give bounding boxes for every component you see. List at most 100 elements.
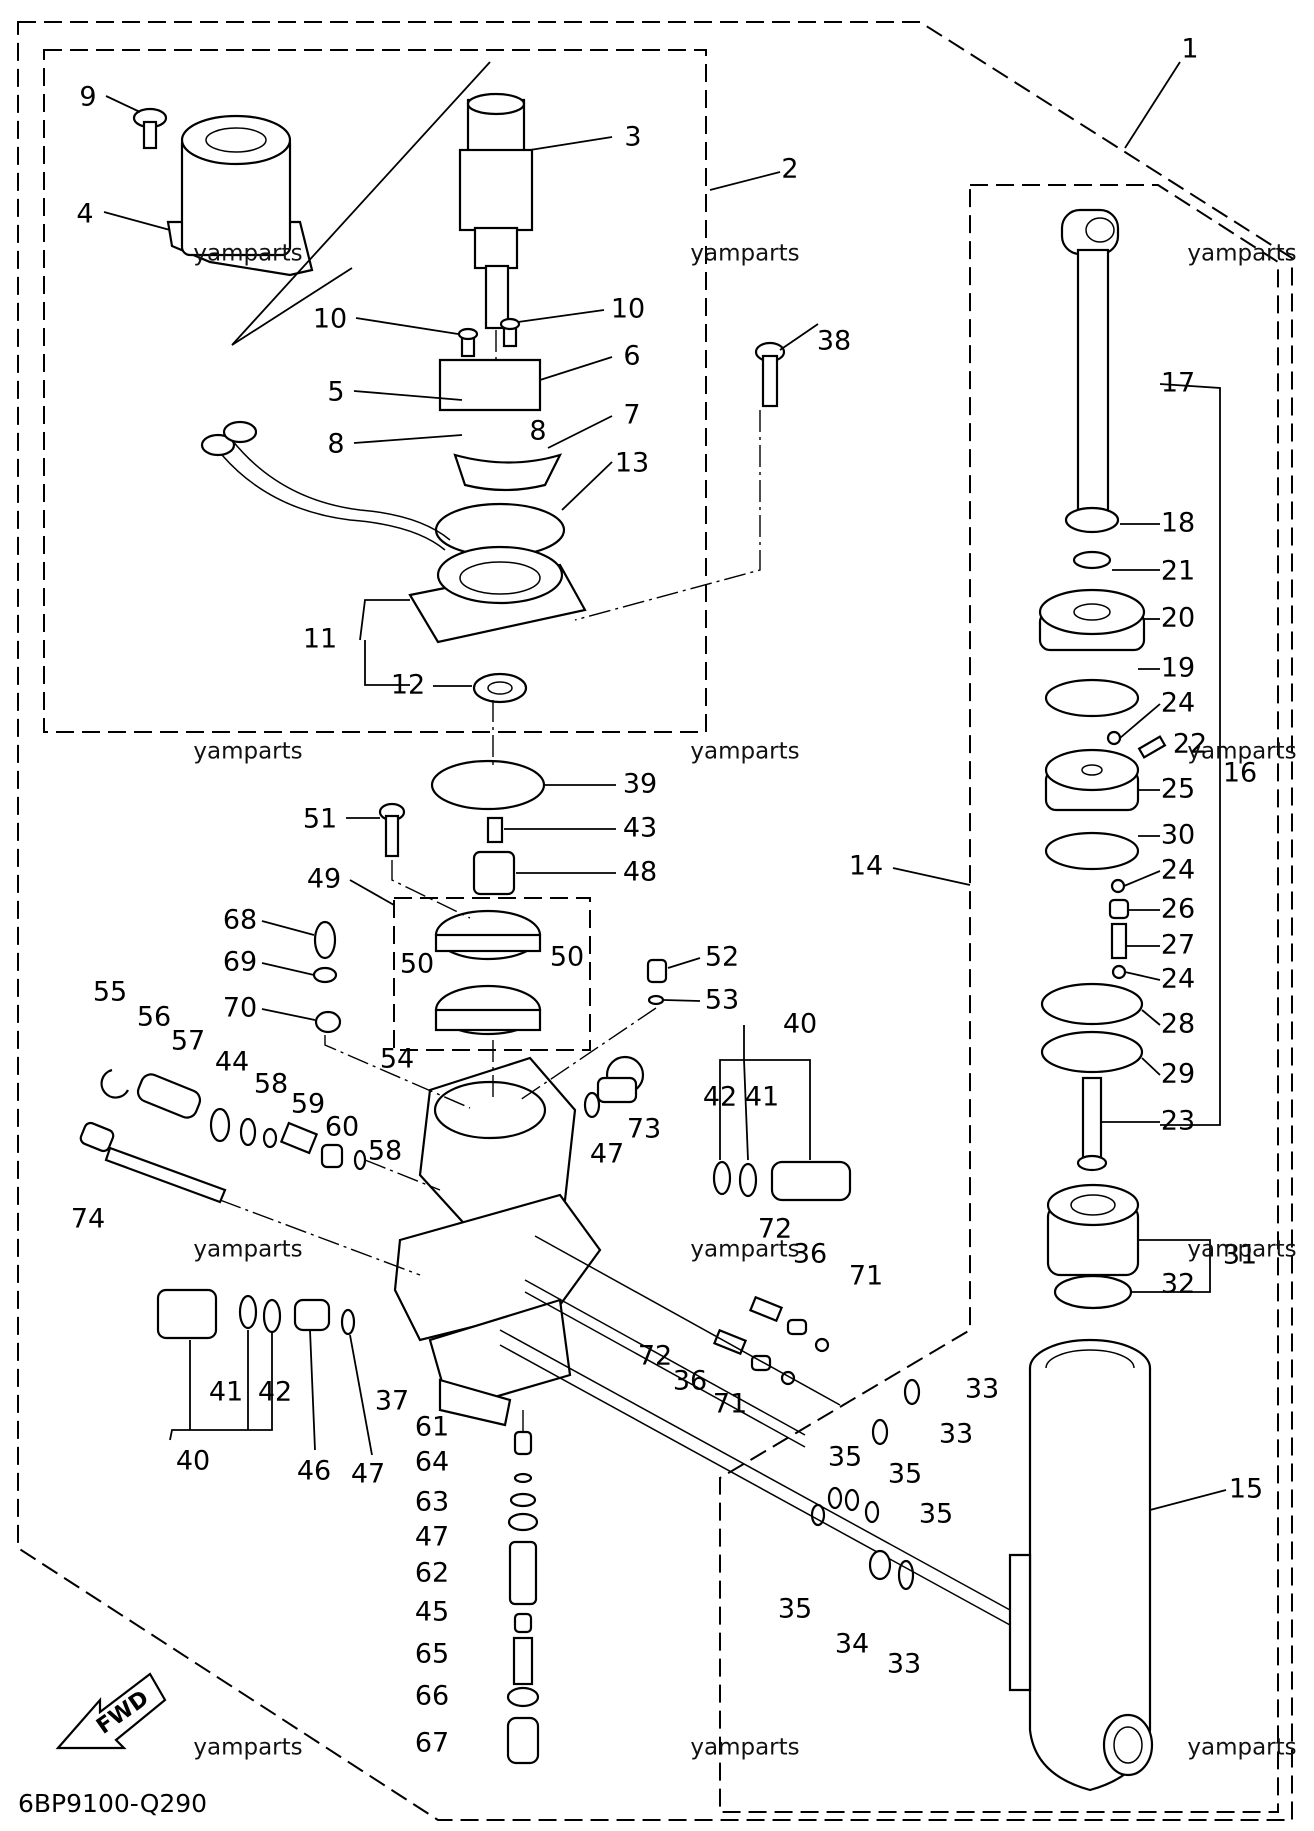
callout-c10b: 10 — [611, 294, 645, 325]
plug-part-73 — [596, 1055, 645, 1104]
callout-c7: 7 — [623, 400, 640, 431]
callout-c63: 63 — [415, 1487, 449, 1518]
callout-c51: 51 — [303, 804, 337, 835]
callout-c52: 52 — [705, 942, 739, 973]
callout-c71a: 71 — [849, 1261, 883, 1292]
valve-part-56 — [136, 1073, 202, 1119]
callout-c32: 32 — [1161, 1269, 1195, 1300]
callout-c6: 6 — [623, 341, 640, 372]
right-valve-parts — [583, 1055, 852, 1386]
filter-part-40-right — [770, 1160, 852, 1202]
callout-c18: 18 — [1161, 508, 1195, 539]
callout-c33a: 33 — [965, 1374, 999, 1405]
o-ring-part-64 — [513, 1472, 533, 1484]
callout-c58a: 58 — [254, 1069, 288, 1100]
callout-c40a: 40 — [783, 1009, 817, 1040]
callout-c25: 25 — [1161, 774, 1195, 805]
callout-c62: 62 — [415, 1558, 449, 1589]
plate-part-29 — [1040, 1030, 1144, 1074]
forward-direction-arrow: FWD — [55, 1672, 167, 1750]
callout-c72a: 72 — [758, 1214, 792, 1245]
valve-part-62 — [508, 1540, 538, 1606]
callout-c2: 2 — [781, 154, 798, 185]
callout-c43: 43 — [623, 813, 657, 844]
assembly-14-outline — [719, 184, 1279, 1813]
callout-c46: 46 — [297, 1456, 331, 1487]
callout-c21: 21 — [1161, 556, 1195, 587]
o-ring-part-58b — [353, 1149, 367, 1171]
o-ring-part-57 — [209, 1107, 231, 1143]
callout-c67: 67 — [415, 1728, 449, 1759]
pump-housing-part-37 — [393, 1056, 602, 1427]
o-ring-part-33a — [903, 1378, 921, 1406]
dust-seal-part-18 — [1064, 506, 1120, 534]
callout-c35a: 35 — [828, 1442, 862, 1473]
callout-c37: 37 — [375, 1386, 409, 1417]
fluid-tubes — [499, 1235, 1011, 1626]
watermark-w4: yamparts — [193, 739, 302, 765]
o-ring-part-47-left — [340, 1308, 356, 1336]
callout-c24c: 24 — [1161, 964, 1195, 995]
piston-rod-part-17 — [1060, 208, 1120, 526]
callout-c4: 4 — [76, 199, 93, 230]
spring-part-72a — [748, 1295, 784, 1323]
watermark-w11: yamparts — [690, 1735, 799, 1761]
callout-c58b: 58 — [368, 1136, 402, 1167]
callout-c50a: 50 — [400, 949, 434, 980]
callout-c73: 73 — [627, 1114, 661, 1145]
o-ring-part-42-left — [262, 1298, 282, 1334]
assembly-1-outline — [17, 21, 1293, 1821]
ball-part-24b — [1110, 878, 1126, 894]
left-valve-parts — [79, 920, 367, 1340]
callout-c27: 27 — [1161, 930, 1195, 961]
callout-c54: 54 — [380, 1044, 414, 1075]
callout-c14: 14 — [849, 851, 883, 882]
callout-c66: 66 — [415, 1681, 449, 1712]
tilt-cylinder-part-15 — [1008, 1338, 1154, 1792]
motor-yoke-part-4 — [166, 114, 314, 277]
callout-c10a: 10 — [313, 304, 347, 335]
armature-part-3 — [458, 92, 534, 330]
callout-c72b: 72 — [638, 1341, 672, 1372]
watermark-w7: yamparts — [193, 1237, 302, 1263]
o-ring-part-33c — [897, 1559, 915, 1591]
callout-c36b: 36 — [673, 1366, 707, 1397]
o-ring-part-47-right — [583, 1091, 601, 1119]
callout-c24b: 24 — [1161, 855, 1195, 886]
manual-valve-stack — [506, 1430, 540, 1765]
brush-holder-part-6 — [438, 358, 563, 492]
o-ring-part-39 — [430, 759, 546, 811]
seat-part-70 — [314, 1010, 342, 1034]
callout-c26: 26 — [1161, 894, 1195, 925]
callout-c33b: 33 — [939, 1419, 973, 1450]
spring-part-43 — [486, 816, 504, 844]
gear-pump-part-49 — [434, 909, 542, 1036]
seat-part-45 — [513, 1612, 533, 1634]
plug-part-26 — [1108, 898, 1130, 920]
watermark-w8: yamparts — [690, 1237, 799, 1263]
o-ring-part-47-stack — [507, 1512, 539, 1532]
motor-assembly — [132, 61, 786, 704]
callout-c5: 5 — [327, 377, 344, 408]
group-outlines — [17, 21, 1293, 1821]
callout-c35d: 35 — [778, 1594, 812, 1625]
callout-c42b: 42 — [258, 1377, 292, 1408]
watermark-w1: yamparts — [193, 241, 302, 267]
screws-part-10 — [457, 317, 521, 358]
diagram-code: 6BP9100-Q290 — [18, 1789, 207, 1818]
callout-c34: 34 — [835, 1629, 869, 1660]
o-ring-part-41-right — [738, 1162, 758, 1198]
bolt-part-74 — [79, 1121, 227, 1204]
o-ring-part-32 — [1053, 1274, 1133, 1310]
callout-c44: 44 — [215, 1047, 249, 1078]
callout-c12: 12 — [391, 670, 425, 701]
watermark-w6: yamparts — [1187, 739, 1296, 765]
callout-c71b: 71 — [713, 1389, 747, 1420]
o-ring-part-33b — [871, 1418, 889, 1446]
callout-c11: 11 — [303, 624, 337, 655]
bearing-part-12 — [472, 672, 528, 704]
check-valve-parts-52-53 — [646, 958, 668, 1006]
lead-wires — [200, 420, 451, 551]
callout-c35c: 35 — [919, 1499, 953, 1530]
